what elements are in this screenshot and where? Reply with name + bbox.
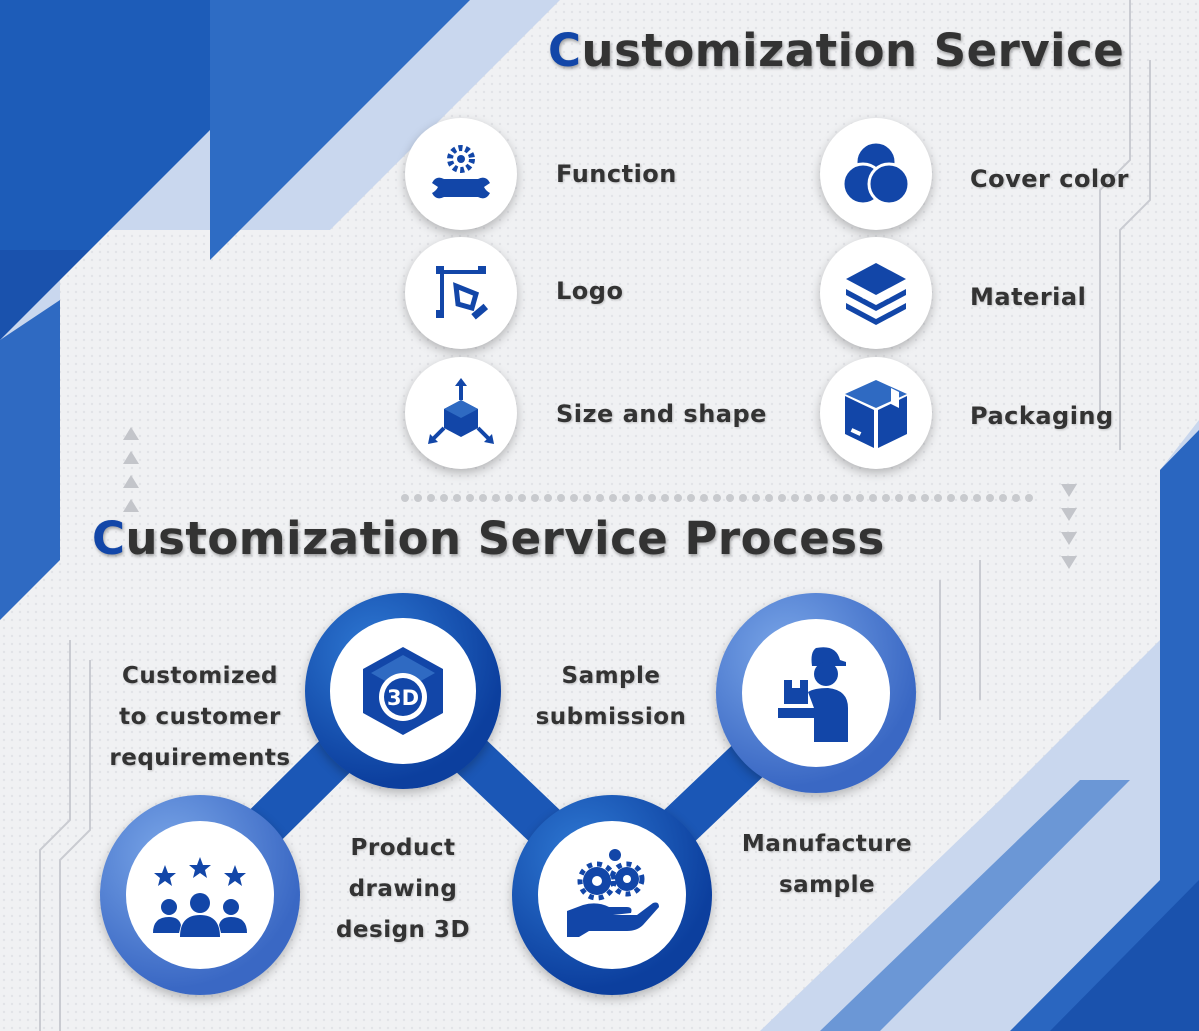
package-box-icon <box>845 380 907 448</box>
step-label-customized: Customized to customer requirements <box>109 663 291 771</box>
delivery-person-icon <box>778 647 848 742</box>
cover-color-icon-circle <box>820 118 932 230</box>
step-label-sample-submission: Sample submission <box>535 663 687 730</box>
step-label-product-drawing: Product drawing design 3D <box>335 835 471 943</box>
material-icon-circle <box>820 237 932 349</box>
process-step-customized <box>100 795 300 995</box>
3d-cube-icon: 3D <box>363 647 443 735</box>
customers-stars-icon <box>153 857 247 937</box>
customization-process-title: Customization Service Process <box>92 512 885 565</box>
function-icon-circle <box>405 118 517 230</box>
gear-wrench-icon <box>432 145 490 199</box>
layers-icon <box>846 263 906 325</box>
svg-text:3D: 3D <box>387 686 419 710</box>
process-step-product-drawing: 3D <box>305 593 501 789</box>
service-label-cover-color: Cover color <box>970 165 1129 193</box>
design-pen-icon <box>436 266 489 320</box>
step-label-manufacture-sample: Manufacture sample <box>741 831 913 898</box>
process-step-manufacture-sample <box>716 593 916 793</box>
customization-service-title: Customization Service <box>548 24 1125 77</box>
service-label-material: Material <box>970 283 1087 311</box>
gears-hand-icon <box>567 849 659 937</box>
size-shape-icon-circle <box>405 357 517 469</box>
service-label-size-shape: Size and shape <box>556 400 767 428</box>
color-circles-icon <box>841 140 911 206</box>
service-label-logo: Logo <box>556 277 624 305</box>
service-label-function: Function <box>556 160 677 188</box>
service-label-packaging: Packaging <box>970 402 1114 430</box>
process-step-sample-submission <box>512 795 712 995</box>
packaging-icon-circle <box>820 357 932 469</box>
cube-arrows-icon <box>428 378 494 444</box>
logo-icon-circle <box>405 237 517 349</box>
